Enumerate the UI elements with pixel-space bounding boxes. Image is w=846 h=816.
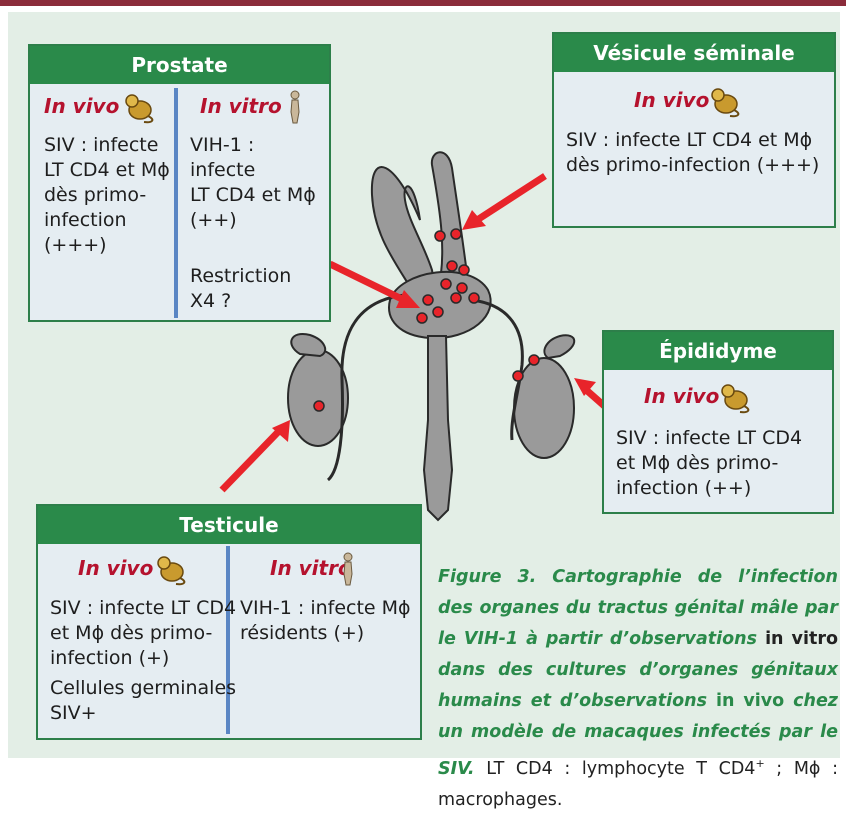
seminal-vesicle-in-vivo-text: SIV : infecte LT CD4 et Mϕ dès primo-inf… xyxy=(566,128,819,178)
macaque-monkey-icon xyxy=(706,86,742,118)
human-statue-icon xyxy=(340,552,356,586)
testis-in-vitro-text: VIH-1 : infecte Mϕ résidents (+) xyxy=(240,596,411,646)
testis-in-vivo-note: Cellules germinales SIV+ xyxy=(50,676,236,726)
seminal-vesicle-title: Vésicule séminale xyxy=(554,34,834,72)
epididymis-title: Épididyme xyxy=(604,332,832,370)
prostate-title: Prostate xyxy=(30,46,329,84)
caption-in-vitro: in vitro xyxy=(757,629,838,649)
testis-in-vivo-label: In vivo xyxy=(78,556,153,580)
testis-title: Testicule xyxy=(38,506,420,544)
macaque-monkey-icon xyxy=(152,554,188,586)
prostate-in-vitro-label: In vitro xyxy=(200,94,282,118)
prostate-column-divider xyxy=(174,88,178,318)
figure-caption: Figure 3. Cartographie de l’infection de… xyxy=(438,562,838,816)
macaque-monkey-icon xyxy=(120,92,156,124)
human-statue-icon xyxy=(287,90,303,124)
prostate-in-vitro-note: Restriction X4 ? xyxy=(190,264,291,314)
seminal-vesicle-in-vivo-label: In vivo xyxy=(634,88,709,112)
prostate-in-vitro-text: VIH-1 : infecte LT CD4 et Mϕ (++) xyxy=(190,133,316,233)
testis-in-vivo-text: SIV : infecte LT CD4 et Mϕ dès primo- in… xyxy=(50,596,236,671)
epididymis-in-vivo-text: SIV : infecte LT CD4 et Mϕ dès primo- in… xyxy=(616,426,802,501)
macaque-monkey-icon xyxy=(716,382,752,414)
caption-legend-sup: + xyxy=(755,757,764,770)
epididymis-in-vivo-label: In vivo xyxy=(644,384,719,408)
prostate-in-vivo-label: In vivo xyxy=(44,94,119,118)
caption-legend-lt: LT CD4 : lymphocyte T CD4 xyxy=(475,759,756,779)
caption-in-vivo: in vivo xyxy=(716,691,784,711)
prostate-in-vivo-text: SIV : infecte LT CD4 et Mϕ dès primo- in… xyxy=(44,133,170,258)
